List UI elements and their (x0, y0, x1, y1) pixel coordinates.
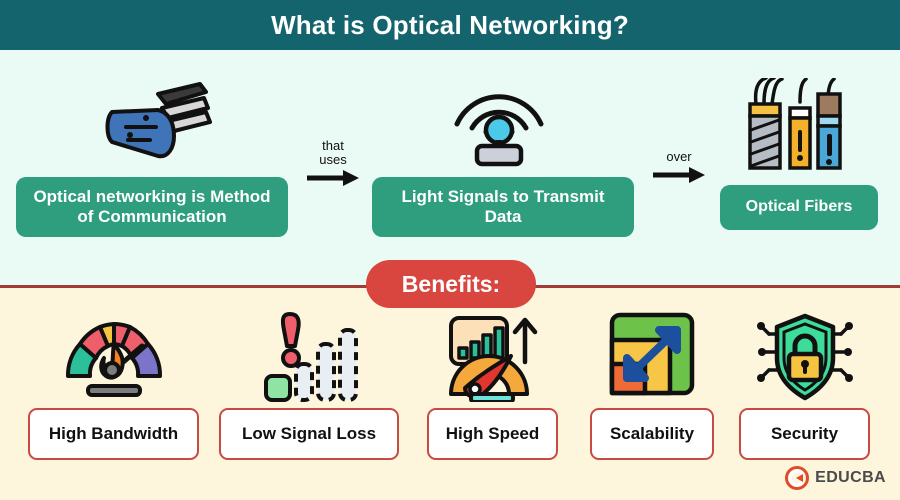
flow-section: Optical networking is Method of Communic… (0, 50, 900, 285)
benefit-label-text: High Speed (445, 424, 540, 443)
benefit-label-text: Scalability (609, 424, 695, 443)
benefit-label-text: Security (770, 424, 839, 443)
benefit-label-scalability: Scalability (590, 408, 714, 460)
educba-e-icon (785, 466, 810, 490)
scaling-arrow-icon (607, 310, 697, 403)
arrow-right-icon (653, 167, 705, 184)
benefit-label-high-bandwidth: High Bandwidth (28, 408, 199, 460)
benefits-section: High Bandwidth (0, 288, 900, 500)
speed-chart-gauge-icon (443, 310, 543, 407)
page-title: What is Optical Networking? (271, 9, 629, 40)
flow-connector-over: over (648, 149, 710, 184)
header-bar: What is Optical Networking? (0, 0, 900, 50)
benefit-label-low-signal-loss: Low Signal Loss (219, 408, 399, 460)
flow-box-light-signals: Light Signals to Transmit Data (372, 177, 634, 237)
flow-connector-that-uses: that uses (300, 138, 366, 187)
benefits-badge: Benefits: (366, 260, 536, 308)
optical-fiber-cables-icon (742, 76, 852, 175)
benefit-label-text: Low Signal Loss (241, 424, 377, 443)
flow-icon-row (0, 76, 900, 173)
benefits-badge-label: Benefits: (401, 270, 501, 297)
connector-label: that uses (319, 138, 347, 168)
connector-label: over (666, 149, 692, 164)
fiber-optic-connector-icon (96, 78, 212, 169)
educba-logo: EDUCBA (785, 466, 886, 490)
flow-box-label: Light Signals to Transmit Data (401, 186, 605, 226)
flow-box-label: Optical networking is Method of Communic… (33, 186, 271, 226)
benefit-label-high-speed: High Speed (427, 408, 558, 460)
arrow-right-icon (307, 170, 359, 187)
flow-box-optical-fibers: Optical Fibers (720, 185, 878, 230)
signal-bars-alert-icon (260, 310, 358, 407)
flow-box-row: Optical networking is Method of Communic… (0, 138, 900, 247)
benefit-label-security: Security (739, 408, 870, 460)
flow-box-communication: Optical networking is Method of Communic… (16, 177, 288, 237)
benefit-label-text: High Bandwidth (48, 424, 179, 443)
flow-box-label: Optical Fibers (745, 198, 853, 216)
educba-logo-text: EDUCBA (815, 469, 886, 486)
shield-lock-icon (755, 310, 855, 407)
wireless-signal-icon (444, 78, 554, 173)
speedometer-flame-icon (62, 310, 166, 403)
